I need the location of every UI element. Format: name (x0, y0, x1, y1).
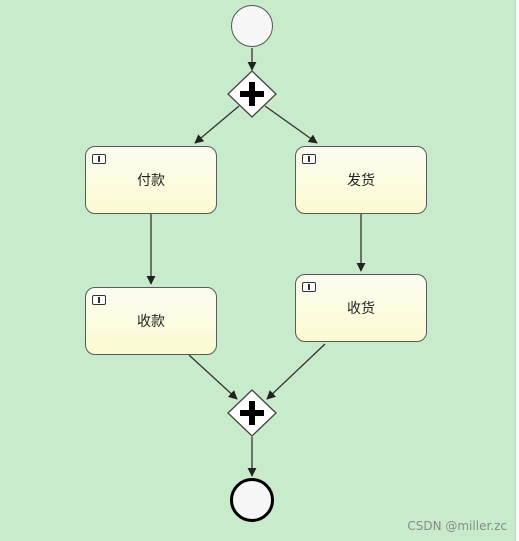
parallel-join-gateway[interactable] (227, 389, 277, 437)
end-event[interactable] (230, 478, 274, 522)
task-pay-label: 付款 (137, 173, 165, 189)
user-task-icon (302, 282, 316, 292)
plus-icon (240, 82, 264, 106)
plus-icon (240, 401, 264, 425)
task-collect[interactable]: 收款 (85, 287, 217, 355)
user-task-icon (92, 154, 106, 164)
task-receive-label: 收货 (347, 301, 375, 317)
start-event[interactable] (231, 5, 273, 47)
watermark: CSDN @miller.zc (407, 519, 507, 533)
edge-split-to-ship (264, 105, 318, 144)
edge-receive-to-join (266, 343, 326, 400)
edge-collect-to-join (188, 354, 238, 400)
task-ship-label: 发货 (347, 173, 375, 189)
user-task-icon (302, 154, 316, 164)
task-ship[interactable]: 发货 (295, 146, 427, 214)
edge-split-to-pay (194, 105, 240, 144)
parallel-split-gateway[interactable] (227, 70, 277, 118)
task-receive[interactable]: 收货 (295, 274, 427, 342)
task-collect-label: 收款 (137, 314, 165, 330)
task-pay[interactable]: 付款 (85, 146, 217, 214)
user-task-icon (92, 295, 106, 305)
